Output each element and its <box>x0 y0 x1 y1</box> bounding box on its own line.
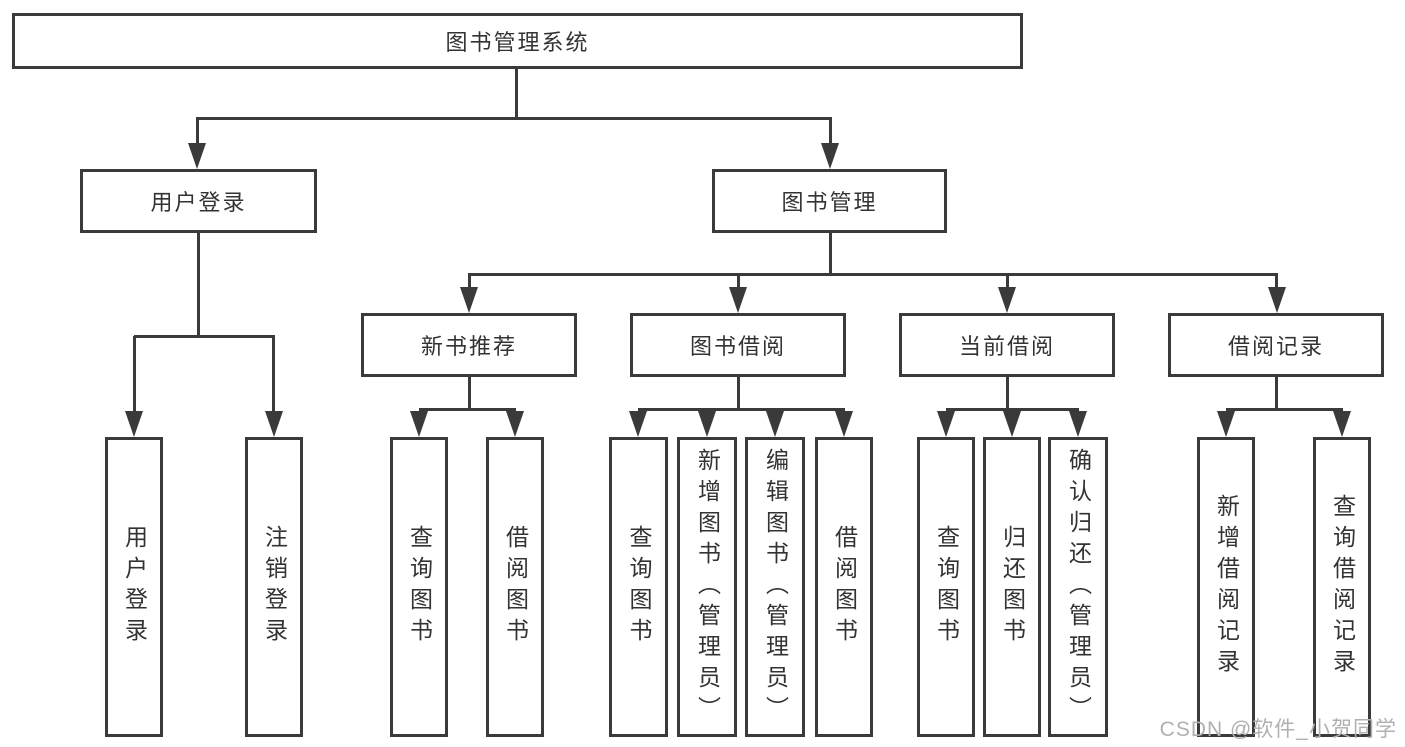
connector-line <box>272 336 275 412</box>
arrowhead-down-icon <box>1069 411 1087 437</box>
arrowhead-down-icon <box>1333 411 1351 437</box>
arrowhead-down-icon <box>698 411 716 437</box>
node-user-login-leaf: 用户登录 <box>105 437 163 737</box>
connector-line <box>419 408 516 411</box>
connector-line <box>1006 273 1009 289</box>
arrowhead-down-icon <box>460 287 478 313</box>
connector-line <box>133 336 136 412</box>
connector-line <box>737 377 740 409</box>
arrowhead-down-icon <box>1217 411 1235 437</box>
node-add-book-admin: 新增图书（管理员） <box>677 437 737 737</box>
connector-line <box>468 273 471 289</box>
node-user-login: 用户登录 <box>80 169 317 233</box>
connector-line <box>134 335 275 338</box>
arrowhead-down-icon <box>766 411 784 437</box>
connector-line <box>197 233 200 336</box>
arrowhead-down-icon <box>265 411 283 437</box>
node-query-books-current: 查询图书 <box>917 437 975 737</box>
node-current-borrow: 当前借阅 <box>899 313 1115 377</box>
arrowhead-down-icon <box>188 143 206 169</box>
connector-line <box>469 273 1278 276</box>
node-query-borrow-record: 查询借阅记录 <box>1313 437 1371 737</box>
connector-line <box>196 117 199 145</box>
connector-line <box>737 273 740 289</box>
arrowhead-down-icon <box>125 411 143 437</box>
connector-line <box>1275 377 1278 409</box>
arrowhead-down-icon <box>1268 287 1286 313</box>
connector-line <box>829 233 832 274</box>
arrowhead-down-icon <box>629 411 647 437</box>
arrowhead-down-icon <box>937 411 955 437</box>
node-borrow-books-recommend: 借阅图书 <box>486 437 544 737</box>
arrowhead-down-icon <box>821 143 839 169</box>
connector-line <box>946 408 1079 411</box>
arrowhead-down-icon <box>1003 411 1021 437</box>
connector-line <box>1226 408 1343 411</box>
arrowhead-down-icon <box>998 287 1016 313</box>
arrowhead-down-icon <box>506 411 524 437</box>
node-edit-book-admin: 编辑图书（管理员） <box>745 437 805 737</box>
connector-line <box>1275 273 1278 289</box>
arrowhead-down-icon <box>410 411 428 437</box>
node-query-books-borrow: 查询图书 <box>609 437 668 737</box>
node-borrow-records: 借阅记录 <box>1168 313 1384 377</box>
connector-line <box>829 117 832 145</box>
arrowhead-down-icon <box>729 287 747 313</box>
arrowhead-down-icon <box>835 411 853 437</box>
csdn-watermark: CSDN @软件_小贺同学 <box>1159 718 1397 741</box>
connector-line <box>515 69 518 118</box>
node-query-books-recommend: 查询图书 <box>390 437 448 737</box>
connector-line <box>468 377 471 409</box>
node-root: 图书管理系统 <box>12 13 1023 69</box>
connector-line <box>1006 377 1009 409</box>
connector-line <box>638 408 845 411</box>
node-book-borrow: 图书借阅 <box>630 313 846 377</box>
node-add-borrow-record: 新增借阅记录 <box>1197 437 1255 737</box>
node-book-management: 图书管理 <box>712 169 947 233</box>
node-new-book-recommend: 新书推荐 <box>361 313 577 377</box>
node-logout: 注销登录 <box>245 437 303 737</box>
node-return-book: 归还图书 <box>983 437 1041 737</box>
node-confirm-return-admin: 确认归还（管理员） <box>1048 437 1108 737</box>
node-borrow-book: 借阅图书 <box>815 437 873 737</box>
connector-line <box>197 117 831 120</box>
